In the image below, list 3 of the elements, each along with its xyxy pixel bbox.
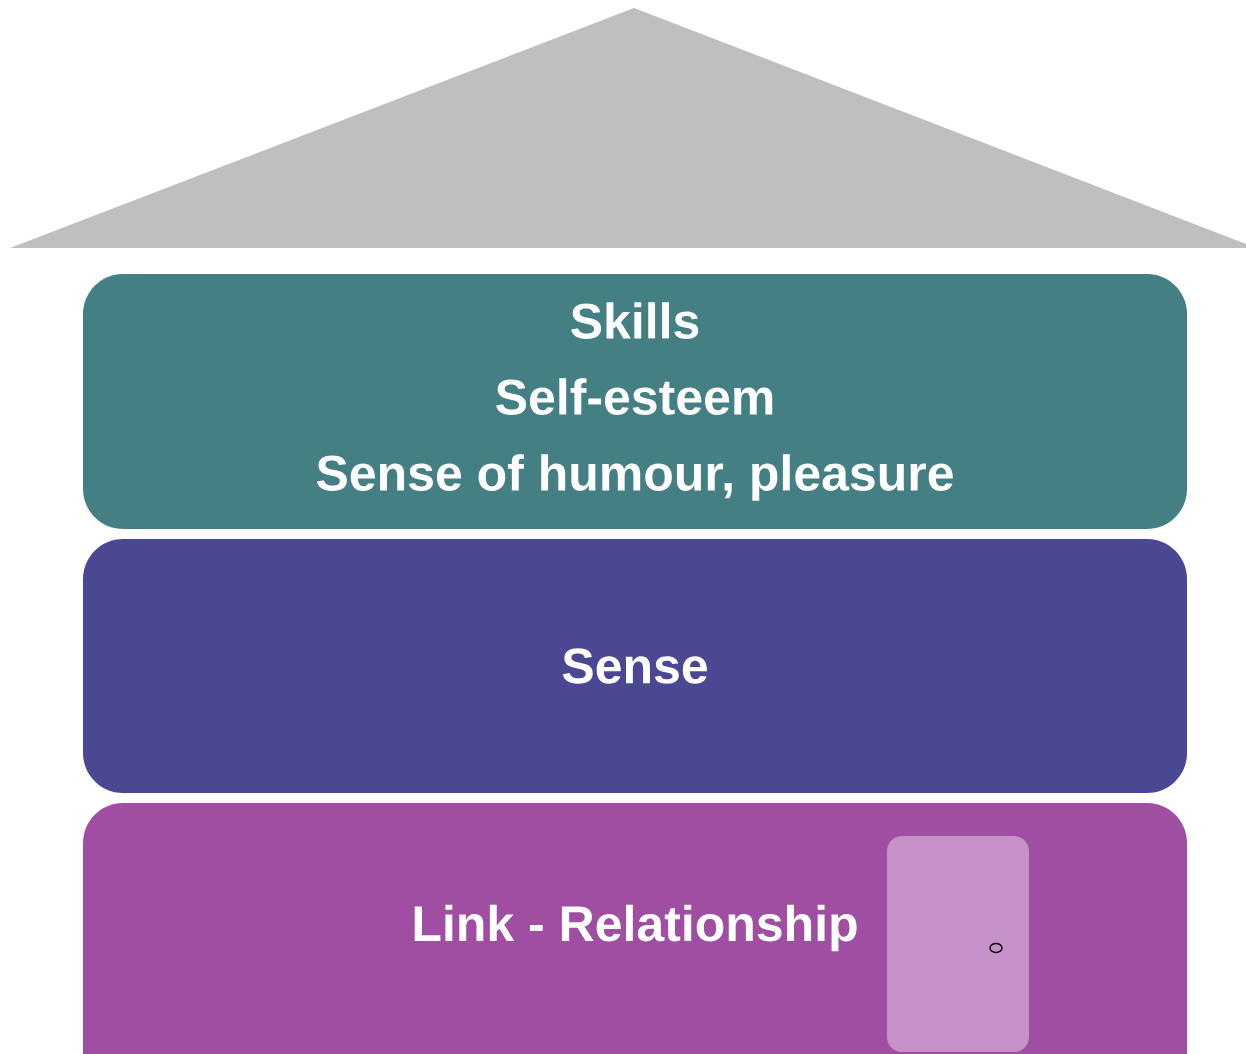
layer-box: Skills Self-esteem Sense of humour, pleasure xyxy=(83,274,1187,529)
house-roof xyxy=(10,8,1246,248)
layer-box: Sense xyxy=(83,539,1187,793)
